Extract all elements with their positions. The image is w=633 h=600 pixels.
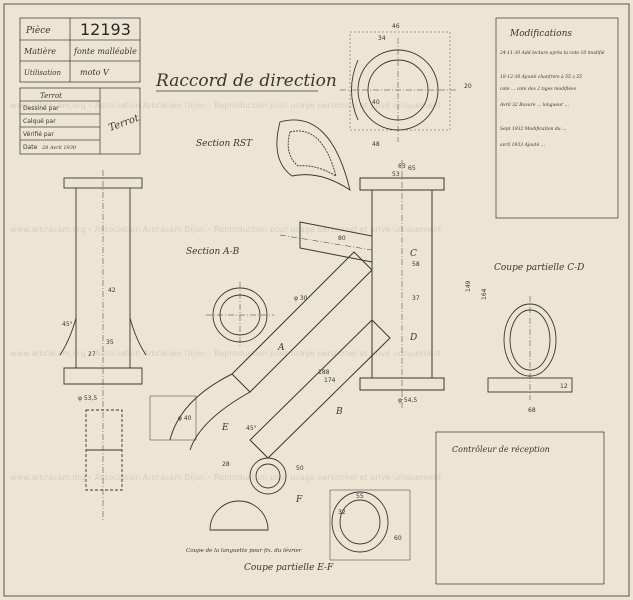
drawing-title: Raccord de direction	[155, 71, 337, 91]
side-view-tube	[59, 170, 147, 520]
languette-label: Coupe de la languette pour fix. du lévri…	[186, 547, 302, 554]
dim-35: 35	[106, 339, 114, 346]
dim-80: 80	[338, 235, 346, 242]
section-ab-label: Section A-B	[186, 247, 240, 257]
dim-phi-54-5: φ 54,5	[398, 397, 417, 404]
mod-entry-5: Sept 1932 Modification du ...	[500, 126, 567, 132]
modifications-box: Modifications 24-11-30 Add lecture après…	[495, 17, 619, 219]
dim-32: 32	[338, 509, 346, 516]
dim-34: 34	[378, 35, 386, 42]
date-value: 28 Avril 1930	[41, 145, 77, 151]
section-letter-e: E	[221, 423, 229, 433]
dim-45deg-mid: 45°	[246, 425, 257, 432]
dim-45deg-left: 45°	[62, 321, 73, 328]
dim-27: 27	[88, 351, 96, 358]
section-letter-c: C	[410, 249, 417, 259]
dim-53-top: 53	[392, 171, 400, 178]
dim-28: 28	[222, 461, 230, 468]
section-rst-label: Section RST	[196, 139, 253, 149]
dim-12: 12	[560, 383, 568, 390]
section-cd-label: Coupe partielle C-D	[494, 263, 584, 273]
dim-50: 50	[296, 465, 304, 472]
section-rst-view	[276, 119, 351, 192]
dim-phi-30: φ 30	[294, 295, 308, 302]
dim-164: 164	[481, 288, 488, 300]
dessine-label: Dessiné par	[23, 105, 59, 112]
watermark-3: www.arbracam.org – Association Arbracam …	[10, 348, 441, 358]
approvals-title: Terrot	[40, 92, 62, 100]
mod-entry-1: 24-11-30 Add lecture après la cote 10 mo…	[499, 49, 605, 56]
dim-188: 188	[318, 369, 330, 376]
dim-48: 48	[372, 141, 380, 148]
section-ab-view	[206, 282, 274, 348]
matiere-value: fonte malléable	[73, 47, 137, 56]
title-block	[19, 17, 141, 155]
dim-42: 42	[108, 287, 116, 294]
dim-40: 40	[372, 99, 380, 106]
utilisation-value: moto V	[80, 68, 110, 77]
dim-46: 46	[392, 23, 400, 30]
watermark-group: www.arbracam.org – Association Arbracam …	[10, 100, 441, 482]
dim-phi-53-5: φ 53,5	[78, 395, 97, 402]
mod-entry-4: Avril 32 Bavure ... longueur ...	[499, 102, 569, 108]
signature: Terrot	[107, 113, 141, 134]
sheet-border	[3, 3, 630, 597]
watermark-1: www.arbracam.org – Association Arbracam …	[10, 100, 441, 110]
matiere-label: Matière	[23, 47, 56, 56]
section-letter-d: D	[409, 333, 417, 343]
section-letter-f: F	[295, 495, 303, 505]
section-letter-b: B	[335, 407, 343, 417]
mod-entry-6: avril 1933 Ajouté ...	[500, 141, 546, 148]
utilisation-label: Utilisation	[24, 69, 61, 77]
calque-label: Calqué par	[23, 118, 56, 125]
main-elevation	[169, 160, 445, 459]
watermark-2: www.arbracam.org – Association Arbracam …	[10, 224, 441, 234]
dim-60: 60	[394, 535, 402, 542]
lower-details	[149, 395, 411, 561]
section-ef-label: Coupe partielle E-F	[244, 563, 334, 573]
dim-20: 20	[464, 83, 472, 90]
date-label: Date	[23, 144, 38, 151]
dim-37: 37	[412, 295, 420, 302]
piece-label: Pièce	[25, 25, 51, 36]
piece-number: 12193	[80, 20, 131, 39]
dim-55: 55	[356, 493, 364, 500]
section-cd-view	[487, 296, 573, 400]
controle-label: Contrôleur de réception	[452, 445, 550, 454]
verifie-label: Vérifié par	[23, 131, 54, 138]
section-letter-a: A	[277, 343, 285, 353]
modifications-title: Modifications	[509, 29, 572, 39]
dim-65: 65	[408, 165, 416, 172]
dim-phi-40: φ 40	[178, 415, 192, 422]
controle-box: Contrôleur de réception	[435, 431, 605, 585]
dim-149: 149	[465, 280, 472, 292]
top-view	[340, 31, 456, 142]
dim-68: 68	[528, 407, 536, 414]
dim-58: 58	[412, 261, 420, 268]
dim-174: 174	[324, 377, 336, 384]
mod-entry-3: cote ... cote des 2 tiges modifiées	[500, 85, 577, 92]
mod-entry-2: 18-12-30 Ajouté chanfrein à 55 x 55	[500, 73, 582, 80]
watermark-4: www.arbracam.org – Association Arbracam …	[10, 472, 441, 482]
dim-63: 63	[398, 163, 406, 170]
